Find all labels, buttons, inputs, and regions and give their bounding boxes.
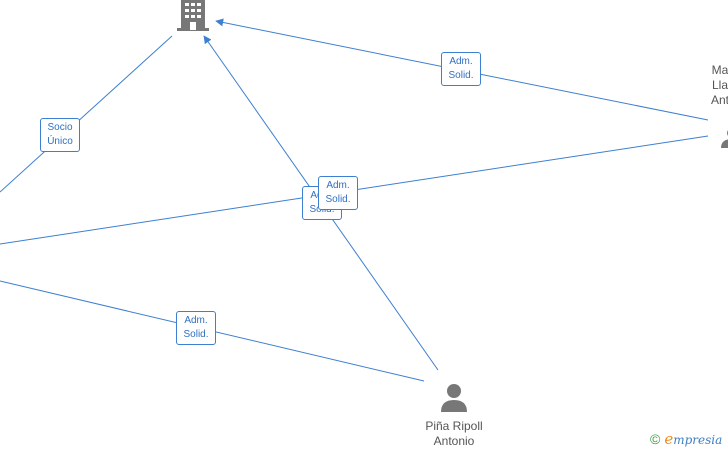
person-icon[interactable] — [718, 128, 728, 148]
person-right-name: Ma Lla Ant — [710, 63, 728, 107]
person-icon[interactable] — [440, 384, 468, 412]
building-icon[interactable] — [177, 0, 209, 32]
edge-label-adm-solid[interactable]: Adm.Solid. — [176, 311, 216, 345]
edge-label-adm-solid[interactable]: Adm.Solid. — [318, 176, 358, 210]
brand-logo: ©empresia — [650, 430, 723, 448]
edge-label-adm-solid[interactable]: Adm.Solid. — [441, 52, 481, 86]
copyright-icon: © — [650, 431, 661, 447]
person-bottom-name: Piña Ripoll Antonio — [425, 419, 483, 448]
edge-socio-unico — [0, 35, 173, 193]
